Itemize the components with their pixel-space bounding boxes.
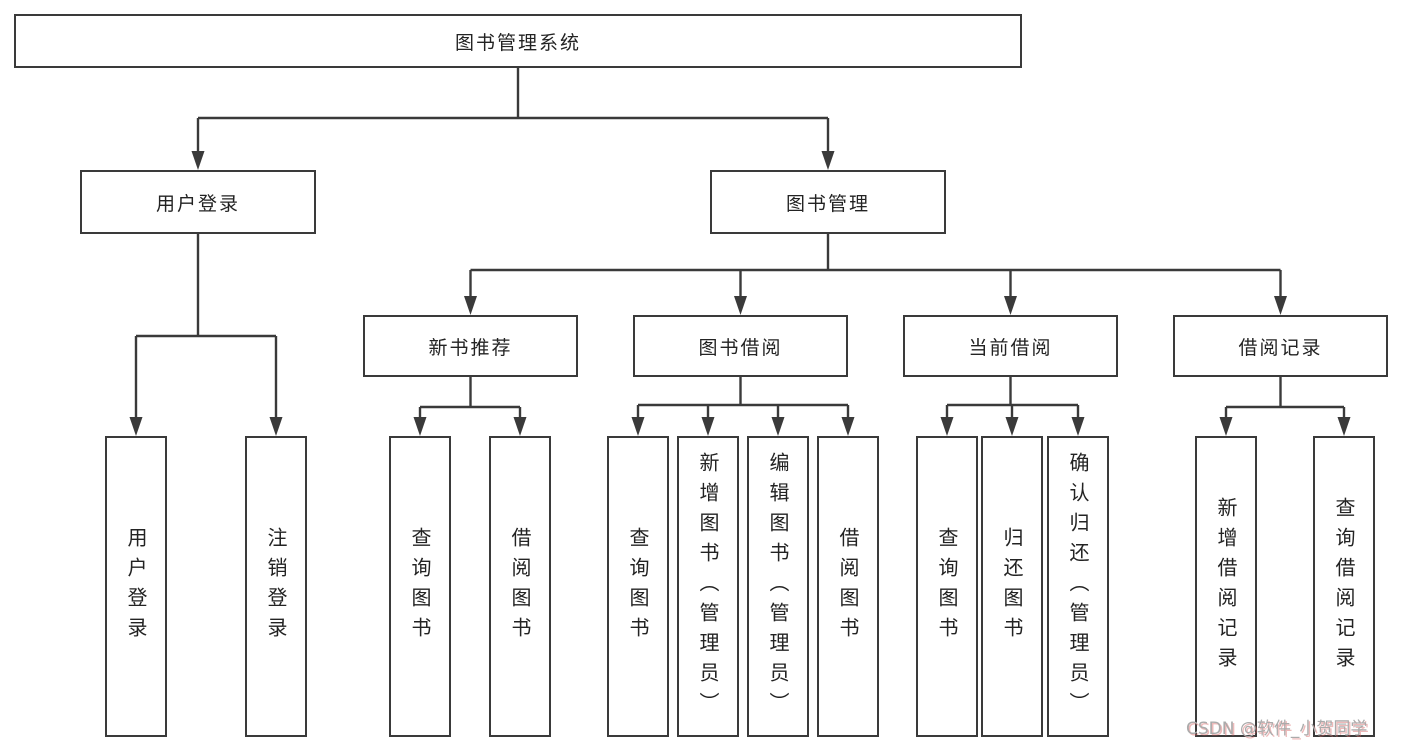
node-user-login: 用户登录 <box>80 170 316 234</box>
leaf-borrow-edit-book-admin: 编辑图书（管理员） <box>747 436 809 737</box>
leaf-borrow-query-book: 查询图书 <box>607 436 669 737</box>
leaf-borrow-borrow-book: 借阅图书 <box>817 436 879 737</box>
leaf-recommend-borrow-book: 借阅图书 <box>489 436 551 737</box>
leaf-current-confirm-return-admin-label: 确认归还（管理员） <box>1066 451 1090 722</box>
leaf-current-query-book: 查询图书 <box>916 436 978 737</box>
leaf-current-confirm-return-admin: 确认归还（管理员） <box>1047 436 1109 737</box>
arrowheads-usermenu <box>129 417 283 436</box>
leaf-records-query-record: 查询借阅记录 <box>1313 436 1375 737</box>
leaf-borrow-add-book-admin: 新增图书（管理员） <box>677 436 739 737</box>
connector-bookmgmt-to-level3 <box>469 234 1282 298</box>
connector-root-to-level2 <box>196 68 830 154</box>
connector-usermenu-to-leaves <box>134 234 278 420</box>
connector-currentborrow-to-leaves <box>945 377 1080 420</box>
leaf-borrow-add-book-admin-label: 新增图书（管理员） <box>696 451 720 722</box>
connector-newbookrec-to-leaves <box>418 377 522 420</box>
leaf-borrow-borrow-book-label: 借阅图书 <box>836 526 860 647</box>
node-borrow-records-label: 借阅记录 <box>1238 336 1323 359</box>
leaf-current-return-book-label: 归还图书 <box>1000 526 1024 647</box>
node-user-login-label: 用户登录 <box>155 192 240 215</box>
node-current-borrow: 当前借阅 <box>903 315 1118 377</box>
leaf-logout-label: 注销登录 <box>264 526 288 647</box>
node-current-borrow-label: 当前借阅 <box>968 336 1053 359</box>
leaf-records-add-record-label: 新增借阅记录 <box>1214 496 1238 677</box>
node-borrow-records: 借阅记录 <box>1173 315 1388 377</box>
leaf-user-login-label: 用户登录 <box>124 526 148 647</box>
arrowheads-bookborrow <box>631 417 855 436</box>
leaf-recommend-query-book-label: 查询图书 <box>408 526 432 647</box>
leaf-borrow-query-book-label: 查询图书 <box>626 526 650 647</box>
leaf-borrow-edit-book-admin-label: 编辑图书（管理员） <box>766 451 790 722</box>
node-book-borrow: 图书借阅 <box>633 315 848 377</box>
arrowheads-level3 <box>464 296 1287 315</box>
leaf-records-query-record-label: 查询借阅记录 <box>1332 496 1356 677</box>
arrowheads-borrowrecords <box>1219 417 1351 436</box>
leaf-user-login: 用户登录 <box>105 436 167 737</box>
node-book-borrow-label: 图书借阅 <box>698 336 783 359</box>
leaf-current-return-book: 归还图书 <box>981 436 1043 737</box>
node-new-book-recommend-label: 新书推荐 <box>428 336 513 359</box>
leaf-recommend-query-book: 查询图书 <box>389 436 451 737</box>
node-root-system: 图书管理系统 <box>14 14 1022 68</box>
leaf-current-query-book-label: 查询图书 <box>935 526 959 647</box>
leaf-records-add-record: 新增借阅记录 <box>1195 436 1257 737</box>
connector-borrowrecords-to-leaves <box>1224 377 1346 420</box>
leaf-recommend-borrow-book-label: 借阅图书 <box>508 526 532 647</box>
node-root-label: 图书管理系统 <box>454 31 581 54</box>
arrowheads-level2 <box>191 151 835 170</box>
arrowheads-newbookrec <box>413 417 527 436</box>
node-book-management: 图书管理 <box>710 170 946 234</box>
csdn-watermark: CSDN @软件_小贺同学 <box>1186 719 1368 739</box>
node-book-management-label: 图书管理 <box>785 192 870 215</box>
node-new-book-recommend: 新书推荐 <box>363 315 578 377</box>
leaf-logout: 注销登录 <box>245 436 307 737</box>
arrowheads-currentborrow <box>940 417 1085 436</box>
connector-bookborrow-to-leaves <box>636 377 850 420</box>
